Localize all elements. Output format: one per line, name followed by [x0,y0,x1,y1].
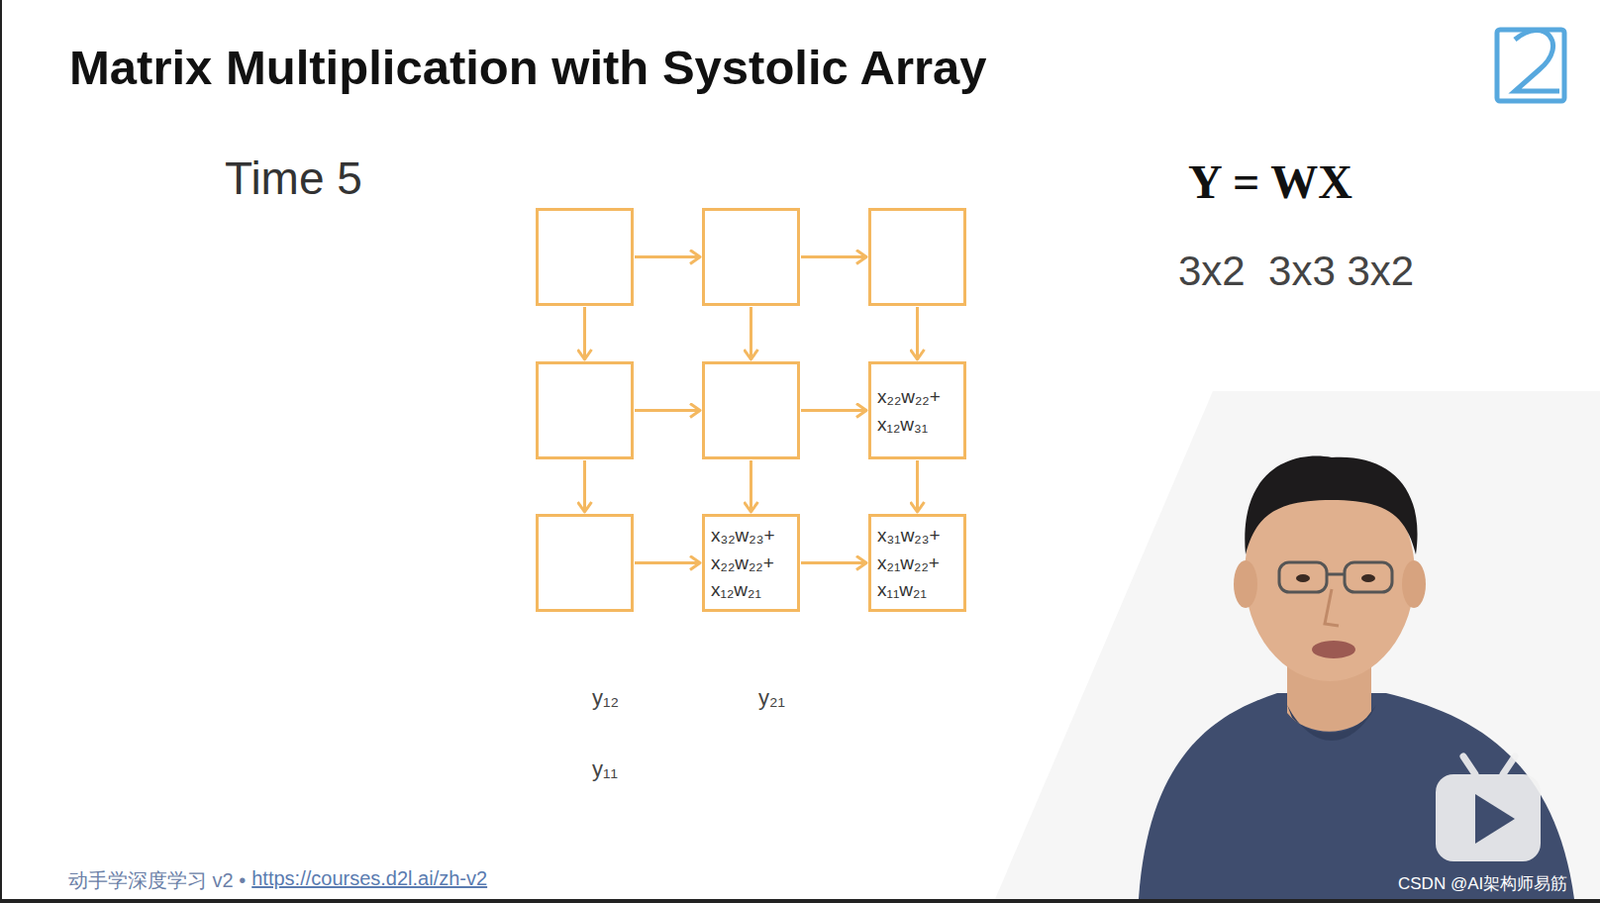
processing-element [535,207,634,306]
footer-text: 动手学深度学习 v2 • [68,867,246,895]
play-button [1435,756,1541,862]
footer-link: https://courses.d2l.ai/zh-v2 [251,867,488,891]
output-label: y₁₂ [592,685,619,711]
data-flow-arrow [915,460,919,512]
data-flow-arrow [583,460,587,512]
processing-element [868,207,967,306]
processing-element [535,361,634,460]
processing-element: x₃₁w₂₃+x₂₁w₂₂+x₁₁w₂₁ [868,513,967,612]
processing-element: x₃₂w₂₃+x₂₂w₂₂+x₁₂w₂₁ [701,513,800,612]
processing-element [701,361,800,460]
data-flow-arrow [800,408,867,412]
processing-element [701,207,800,306]
partial-sum-term: x₁₂w₃₁ [877,410,928,439]
data-flow-arrow [634,255,700,259]
partial-sum-term: x₂₂w₂₂+ [877,383,941,411]
time-label: Time 5 [224,151,363,205]
data-flow-arrow [634,561,700,565]
frame-line [0,899,1600,903]
processing-element [535,513,634,612]
data-flow-arrow [749,306,753,360]
partial-sum-term: x₃₂w₂₃+ [710,521,776,550]
equation: Y = WX [1188,154,1353,209]
data-flow-arrow [800,561,867,565]
partial-sum-term: x₃₁w₂₃+ [877,521,941,550]
processing-element: x₂₂w₂₂+x₁₂w₃₁ [868,361,967,460]
output-label: y₁₁ [592,756,618,783]
data-flow-arrow [749,460,753,512]
data-flow-arrow [915,306,919,360]
video-panel [995,391,1600,900]
data-flow-arrow [583,306,587,360]
partial-sum-term: x₂₁w₂₂+ [877,549,940,578]
output-label: y₂₁ [758,685,786,711]
partial-sum-term: x₂₂w₂₂+ [710,549,775,578]
slide-title: Matrix Multiplication with Systolic Arra… [69,39,988,96]
matrix-shapes: 3x2 3x3 3x2 [1178,247,1414,296]
watermark: CSDN @AI架构师易筋 [1398,872,1568,896]
frame-line [0,0,2,903]
partial-sum-term: x₁₁w₂₁ [877,576,927,604]
data-flow-arrow [800,255,867,259]
bilibili-logo [1497,29,1565,101]
data-flow-arrow [634,408,700,412]
partial-sum-term: x₁₂w₂₁ [710,576,762,604]
presenter-figure [1138,455,1575,900]
